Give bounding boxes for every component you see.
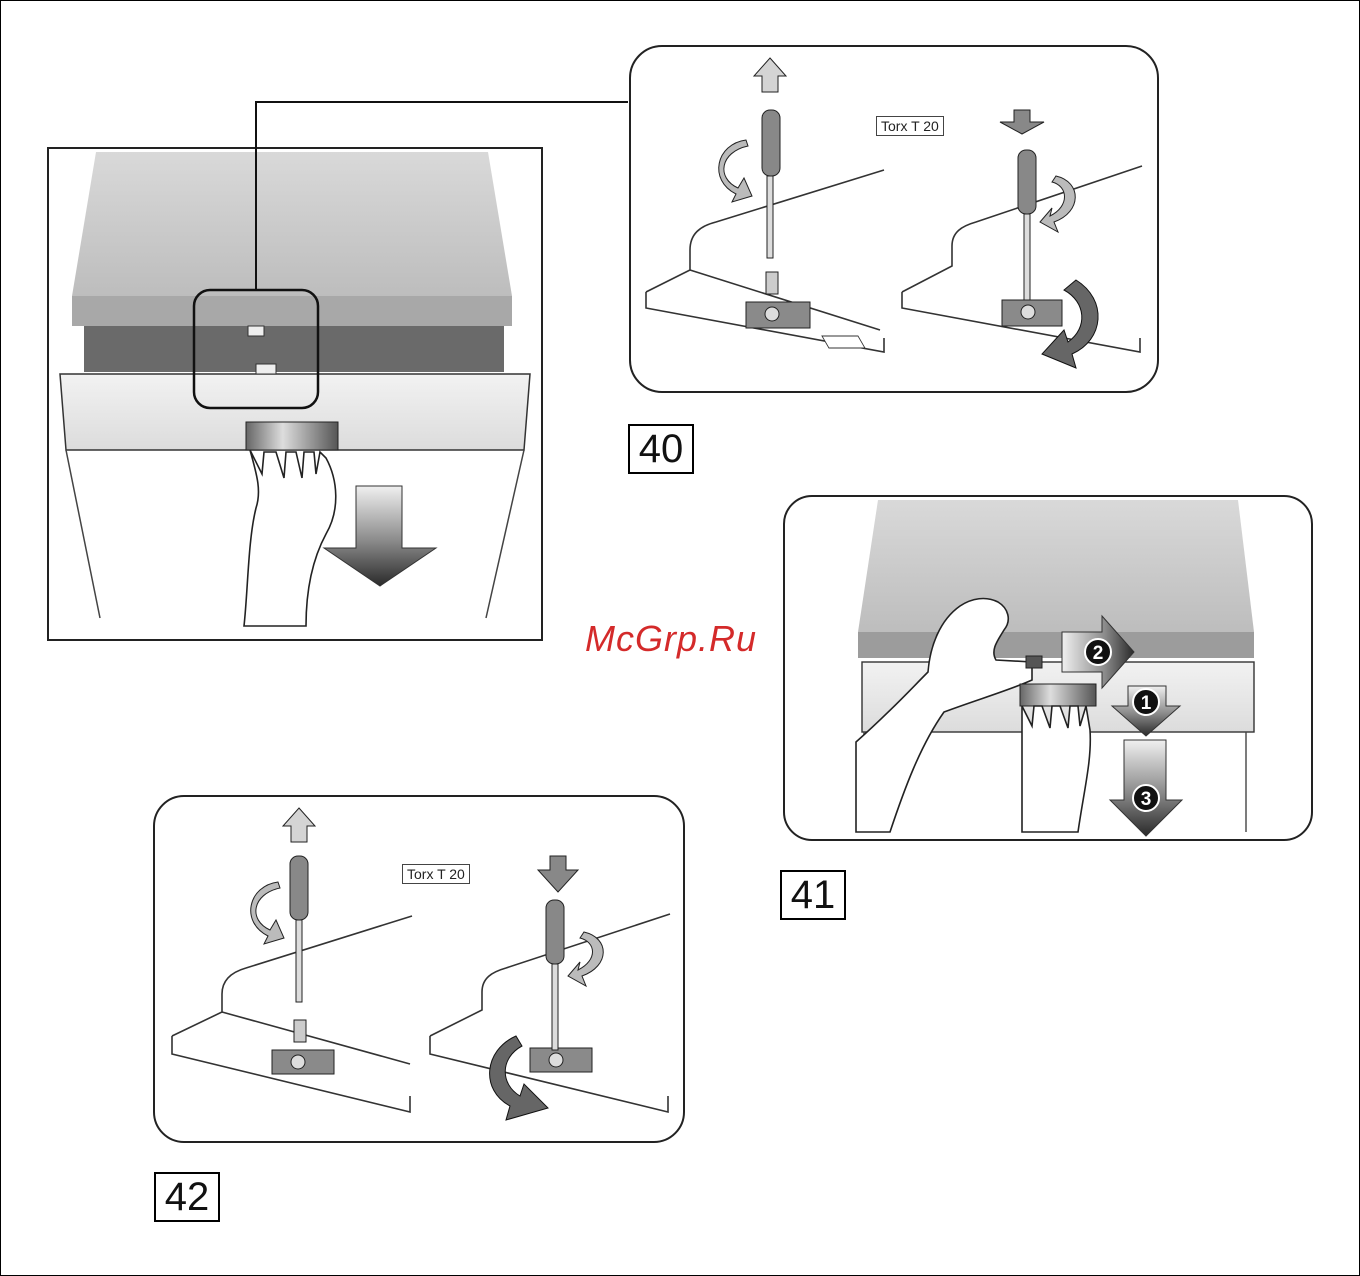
step-2-label: 2 (1093, 643, 1104, 664)
figure-number-42: 42 (154, 1172, 220, 1222)
figure-number-41: 41 (780, 870, 846, 920)
step-badge-2: 2 (1085, 639, 1111, 665)
figure-41-detail: 2 1 3 (784, 496, 1312, 840)
figure-40-main-view (48, 102, 628, 640)
watermark-text: McGrp.Ru (585, 618, 757, 660)
figure-42-detail (154, 796, 684, 1142)
step-1-label: 1 (1141, 693, 1152, 714)
step-badge-3: 3 (1133, 785, 1159, 811)
step-badge-1: 1 (1133, 689, 1159, 715)
torx-t20-label-40: Torx T 20 (876, 116, 944, 136)
step-3-label: 3 (1141, 789, 1152, 810)
figure-40-detail (630, 46, 1158, 392)
torx-t20-label-42: Torx T 20 (402, 864, 470, 884)
figure-number-40: 40 (628, 424, 694, 474)
